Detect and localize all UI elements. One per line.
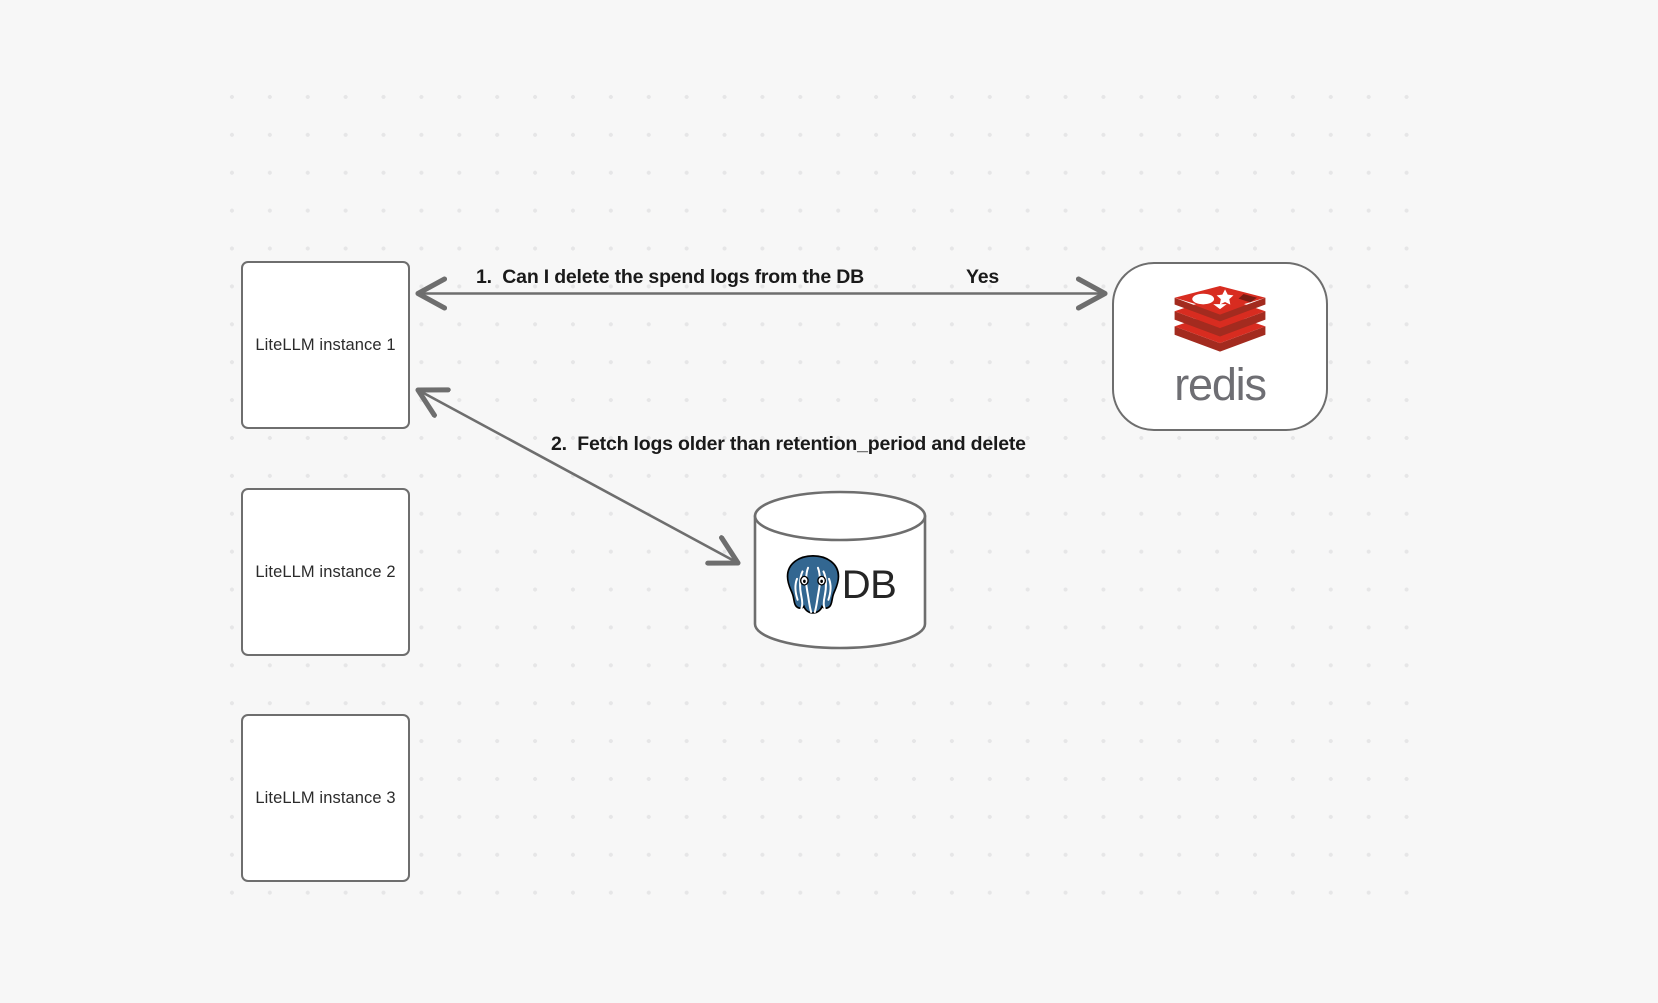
edge-label-step-1-response: Yes: [966, 266, 1000, 288]
node-label-litellm-instance-2: LiteLLM instance 2: [255, 562, 396, 581]
node-redis[interactable]: redis: [1112, 262, 1328, 431]
node-label-litellm-instance-3: LiteLLM instance 3: [255, 788, 396, 807]
postgresql-elephant-icon: [786, 555, 840, 614]
edge-label-step-1: 1. Can I delete the spend logs from the …: [476, 266, 864, 288]
edge-line-2: [418, 390, 738, 563]
redis-logo-icon: [1174, 286, 1266, 352]
redis-wordmark: redis: [1174, 359, 1267, 410]
node-database[interactable]: DB: [753, 490, 927, 650]
database-label: DB: [841, 563, 897, 607]
edge-db-litellm1: [418, 390, 738, 563]
node-litellm-instance-2[interactable]: LiteLLM instance 2: [241, 488, 410, 656]
edge-label-step-2: 2. Fetch logs older than retention_perio…: [551, 433, 1026, 455]
node-label-litellm-instance-1: LiteLLM instance 1: [255, 335, 396, 354]
database-cylinder-shape: [753, 490, 927, 650]
node-litellm-instance-3[interactable]: LiteLLM instance 3: [241, 714, 410, 882]
node-litellm-instance-1[interactable]: LiteLLM instance 1: [241, 261, 410, 429]
